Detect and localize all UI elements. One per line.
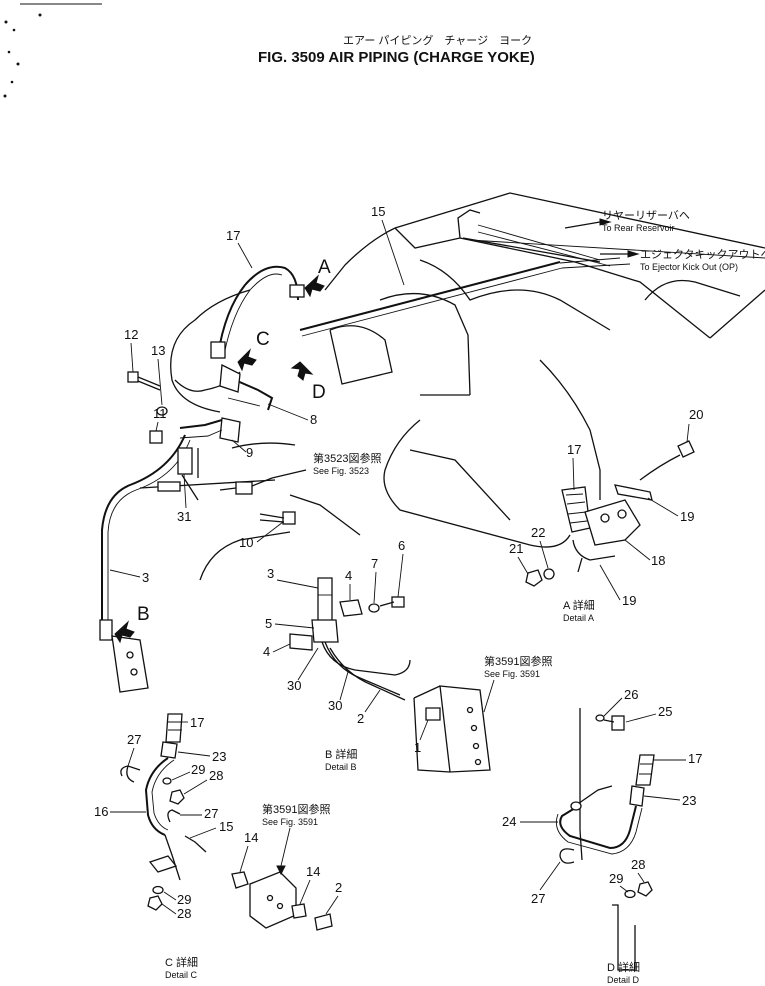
callout-d-27: 27 [531, 891, 545, 906]
callout-b-5: 5 [265, 616, 272, 631]
washer-13 [156, 406, 168, 416]
callout-d-28: 28 [631, 857, 645, 872]
view-arrow-c: C [237, 329, 270, 372]
ref-rear-reservoir: リヤーリザーバヘ To Rear Reservoir [564, 209, 690, 233]
scan-specks [3, 13, 42, 98]
fitting-near-fig3523 [219, 477, 273, 495]
detail-a-label-jp: A 詳細 [563, 598, 595, 612]
svg-text:To Rear Reservoir: To Rear Reservoir [602, 223, 675, 233]
callout-b-4-bottom: 4 [263, 644, 270, 659]
detail-c: 17 27 23 29 28 16 27 15 14 14 2 29 28 第3… [94, 713, 342, 980]
detail-d: 26 25 17 23 24 28 29 27 D 詳細 Detail D [502, 687, 702, 985]
callout-b-7: 7 [371, 556, 378, 571]
callout-b-2: 2 [357, 711, 364, 726]
view-arrow-d-label: D [312, 382, 326, 403]
callout-b-3: 3 [267, 566, 274, 581]
air-pipe-15 [299, 224, 631, 337]
callout-c-28-bottom: 28 [177, 906, 191, 921]
callout-a-17: 17 [567, 442, 581, 457]
view-arrow-d: D [290, 361, 326, 403]
view-arrow-a: A [304, 257, 331, 298]
view-arrow-c-label: C [256, 329, 270, 350]
callout-d-26: 26 [624, 687, 638, 702]
svg-text:第3523図参照: 第3523図参照 [313, 451, 381, 465]
callout-b-6: 6 [398, 538, 405, 553]
detail-c-label: Detail C [165, 970, 198, 980]
svg-text:エジェクタキックアウトヘ: エジェクタキックアウトヘ [640, 248, 765, 261]
title-block: エアー パイピング チャージ ヨーク FIG. 3509 AIR PIPING … [20, 3, 535, 66]
callout-b-1: 1 [414, 740, 421, 755]
view-arrow-b: B [114, 604, 150, 644]
callout-d-23: 23 [682, 793, 696, 808]
detail-b: 3 4 7 6 5 4 30 30 2 1 第3591図参照 See Fig. … [263, 538, 552, 773]
view-arrow-b-label: B [137, 604, 150, 625]
callout-a-19-bottom: 19 [622, 593, 636, 608]
callout-c-29-bottom: 29 [177, 892, 191, 907]
callout-main-17: 17 [226, 228, 240, 243]
callout-b-30-left: 30 [287, 678, 301, 693]
callout-c-14-left: 14 [244, 830, 258, 845]
detail-c-label-jp: C 詳細 [165, 955, 198, 969]
bolt-10 [259, 511, 296, 525]
callout-c-15: 15 [219, 819, 233, 834]
ref-fig3591-b: See Fig. 3591 [484, 669, 540, 679]
ref-fig3523: 第3523図参照 See Fig. 3523 [271, 451, 381, 479]
callout-a-22: 22 [531, 525, 545, 540]
fitting-cluster-11-31 [149, 430, 199, 501]
view-arrow-a-label: A [318, 257, 331, 278]
svg-text:See Fig. 3523: See Fig. 3523 [313, 466, 369, 476]
callout-c-23: 23 [212, 749, 226, 764]
callout-c-27-mid: 27 [204, 806, 218, 821]
valve-b-main [111, 635, 149, 693]
detail-b-label-jp: B 詳細 [325, 747, 357, 761]
callout-c-29-top: 29 [191, 762, 205, 777]
callout-c-14-right: 14 [306, 864, 320, 879]
detail-a-label: Detail A [563, 613, 594, 623]
callout-c-27-top: 27 [127, 732, 141, 747]
ref-fig3591-c: See Fig. 3591 [262, 817, 318, 827]
callout-a-21: 21 [509, 541, 523, 556]
callout-a-18: 18 [651, 553, 665, 568]
callout-d-25: 25 [658, 704, 672, 719]
ref-fig3591-c-jp: 第3591図参照 [262, 802, 330, 816]
callout-main-15: 15 [371, 204, 385, 219]
callout-c-28-top: 28 [209, 768, 223, 783]
detail-d-label-jp: D 詳細 [607, 960, 640, 974]
callout-d-24: 24 [502, 814, 516, 829]
callout-main-13: 13 [151, 343, 165, 358]
callout-d-17: 17 [688, 751, 702, 766]
callout-main-12: 12 [124, 327, 138, 342]
svg-text:リヤーリザーバヘ: リヤーリザーバヘ [602, 209, 690, 222]
ref-fig3591-b-jp: 第3591図参照 [484, 654, 552, 668]
callout-b-30-right: 30 [328, 698, 342, 713]
bolt-12 [127, 371, 161, 391]
callout-d-29: 29 [609, 871, 623, 886]
detail-a: 20 17 19 18 22 21 19 A 詳細 Detail A [509, 407, 703, 623]
detail-d-label: Detail D [607, 975, 640, 985]
ref-ejector-kickout: エジェクタキックアウトヘ To Ejector Kick Out (OP) [600, 248, 765, 272]
callout-c-17: 17 [190, 715, 204, 730]
hose-8 [219, 363, 274, 411]
title-japanese: エアー パイピング チャージ ヨーク [343, 33, 532, 47]
svg-text:To Ejector Kick Out (OP): To Ejector Kick Out (OP) [640, 262, 738, 272]
callout-main-3: 3 [142, 570, 149, 585]
callout-main-11: 11 [153, 406, 167, 421]
callout-a-20: 20 [689, 407, 703, 422]
callout-c-2: 2 [335, 880, 342, 895]
callout-b-4-top: 4 [345, 568, 352, 583]
callout-main-9: 9 [246, 445, 253, 460]
callout-c-16: 16 [94, 804, 108, 819]
callout-main-10: 10 [239, 535, 253, 550]
hose-9-bracket [179, 417, 241, 443]
hose-17 [210, 265, 305, 359]
callout-main-8: 8 [310, 412, 317, 427]
figure-title: FIG. 3509 AIR PIPING (CHARGE YOKE) [258, 49, 535, 66]
detail-b-label: Detail B [325, 762, 357, 772]
callout-a-19-top: 19 [680, 509, 694, 524]
callout-main-31: 31 [177, 509, 191, 524]
main-callouts: 17 15 12 13 11 8 9 31 10 3 [109, 204, 405, 585]
